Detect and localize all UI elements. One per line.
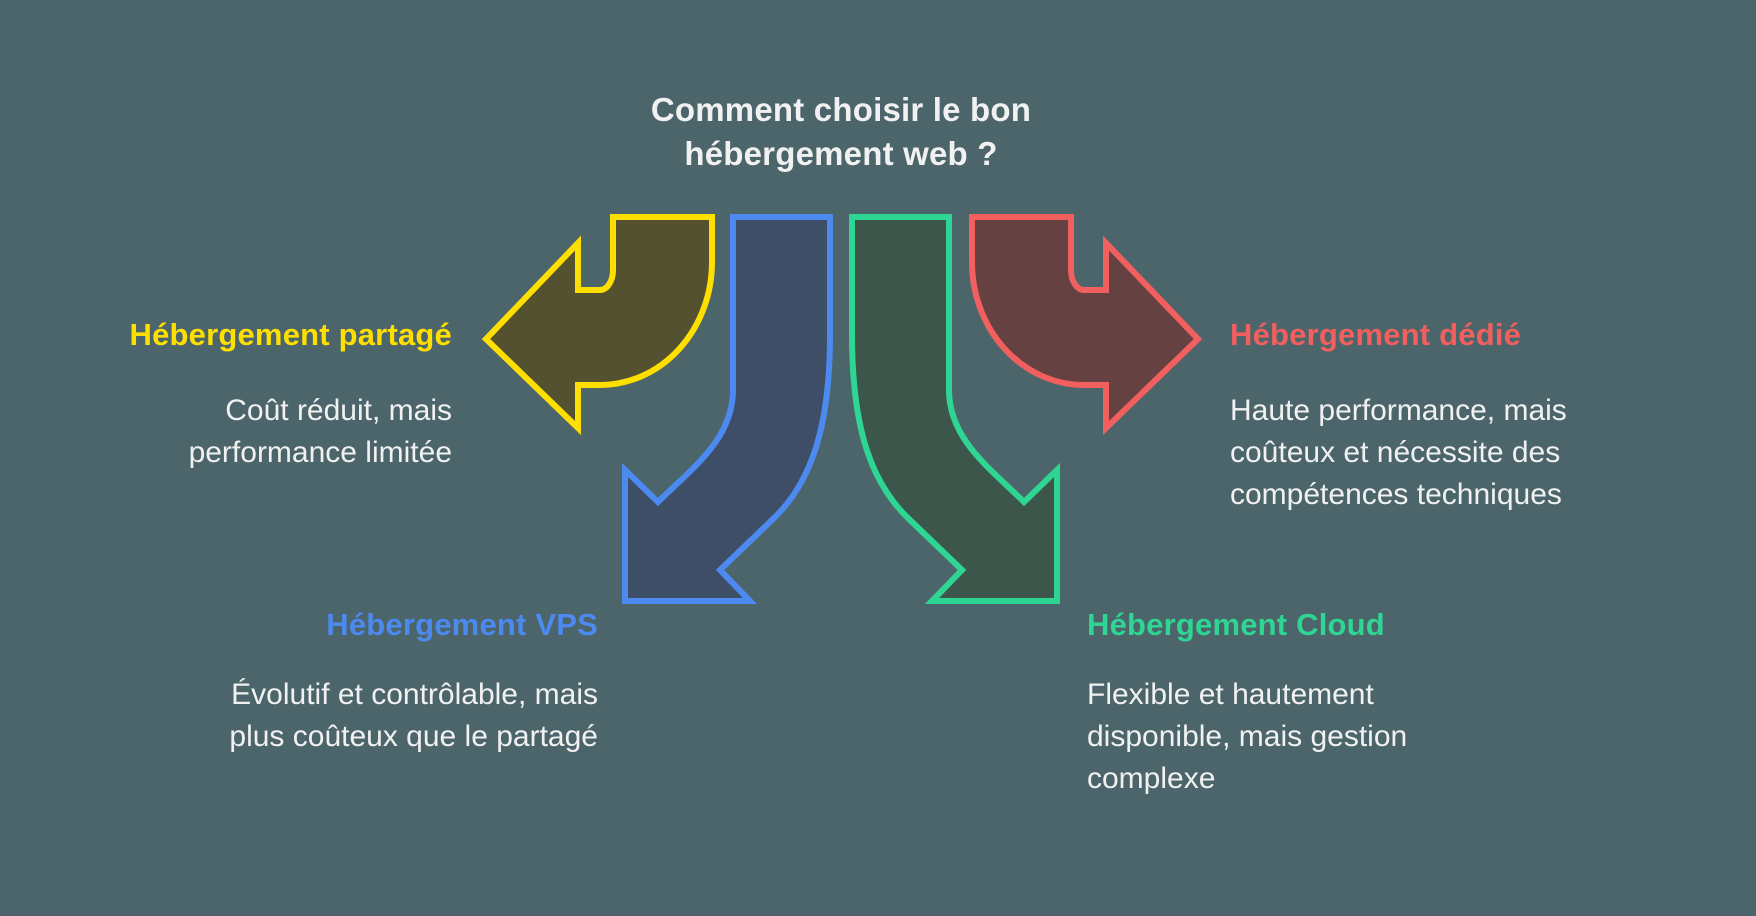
page-title: Comment choisir le bon hébergement web ? [441, 88, 1241, 176]
dedicated-hosting-text-line: Haute performance, mais [1230, 394, 1567, 427]
vps-hosting-arrow-icon [622, 214, 833, 604]
shared-hosting-arrow-icon [481, 214, 715, 436]
page-title-line1: Comment choisir le bon [650, 91, 1032, 128]
shared-hosting-text-line: performance limitée [188, 436, 452, 469]
section-dedicated-hosting: Hébergement dédié Haute performance, mai… [1230, 316, 1567, 516]
vps-hosting-text-line: plus coûteux que le partagé [229, 720, 598, 753]
dedicated-hosting-arrow-icon [969, 214, 1203, 436]
cloud-hosting-heading: Hébergement Cloud [1087, 607, 1385, 642]
section-vps-hosting: Hébergement VPS Évolutif et contrôlable,… [229, 606, 598, 758]
dedicated-hosting-text-line: coûteux et nécessite des [1230, 436, 1561, 469]
page-title-line2: hébergement web ? [684, 135, 998, 172]
section-cloud-hosting: Hébergement Cloud Flexible et hautement … [1087, 606, 1407, 800]
section-shared-hosting: Hébergement partagé Coût réduit, mais pe… [129, 316, 452, 474]
dedicated-hosting-text-line: compétences techniques [1230, 478, 1562, 511]
cloud-hosting-text-line: complexe [1087, 762, 1216, 795]
cloud-hosting-text-line: disponible, mais gestion [1087, 720, 1408, 753]
shared-hosting-heading: Hébergement partagé [129, 317, 452, 352]
dedicated-hosting-heading: Hébergement dédié [1230, 317, 1522, 352]
shared-hosting-text-line: Coût réduit, mais [225, 394, 452, 427]
vps-hosting-heading: Hébergement VPS [326, 607, 598, 642]
cloud-hosting-text-line: Flexible et hautement [1087, 678, 1374, 711]
vps-hosting-text-line: Évolutif et contrôlable, mais [231, 678, 598, 711]
cloud-hosting-arrow-icon [849, 214, 1060, 604]
